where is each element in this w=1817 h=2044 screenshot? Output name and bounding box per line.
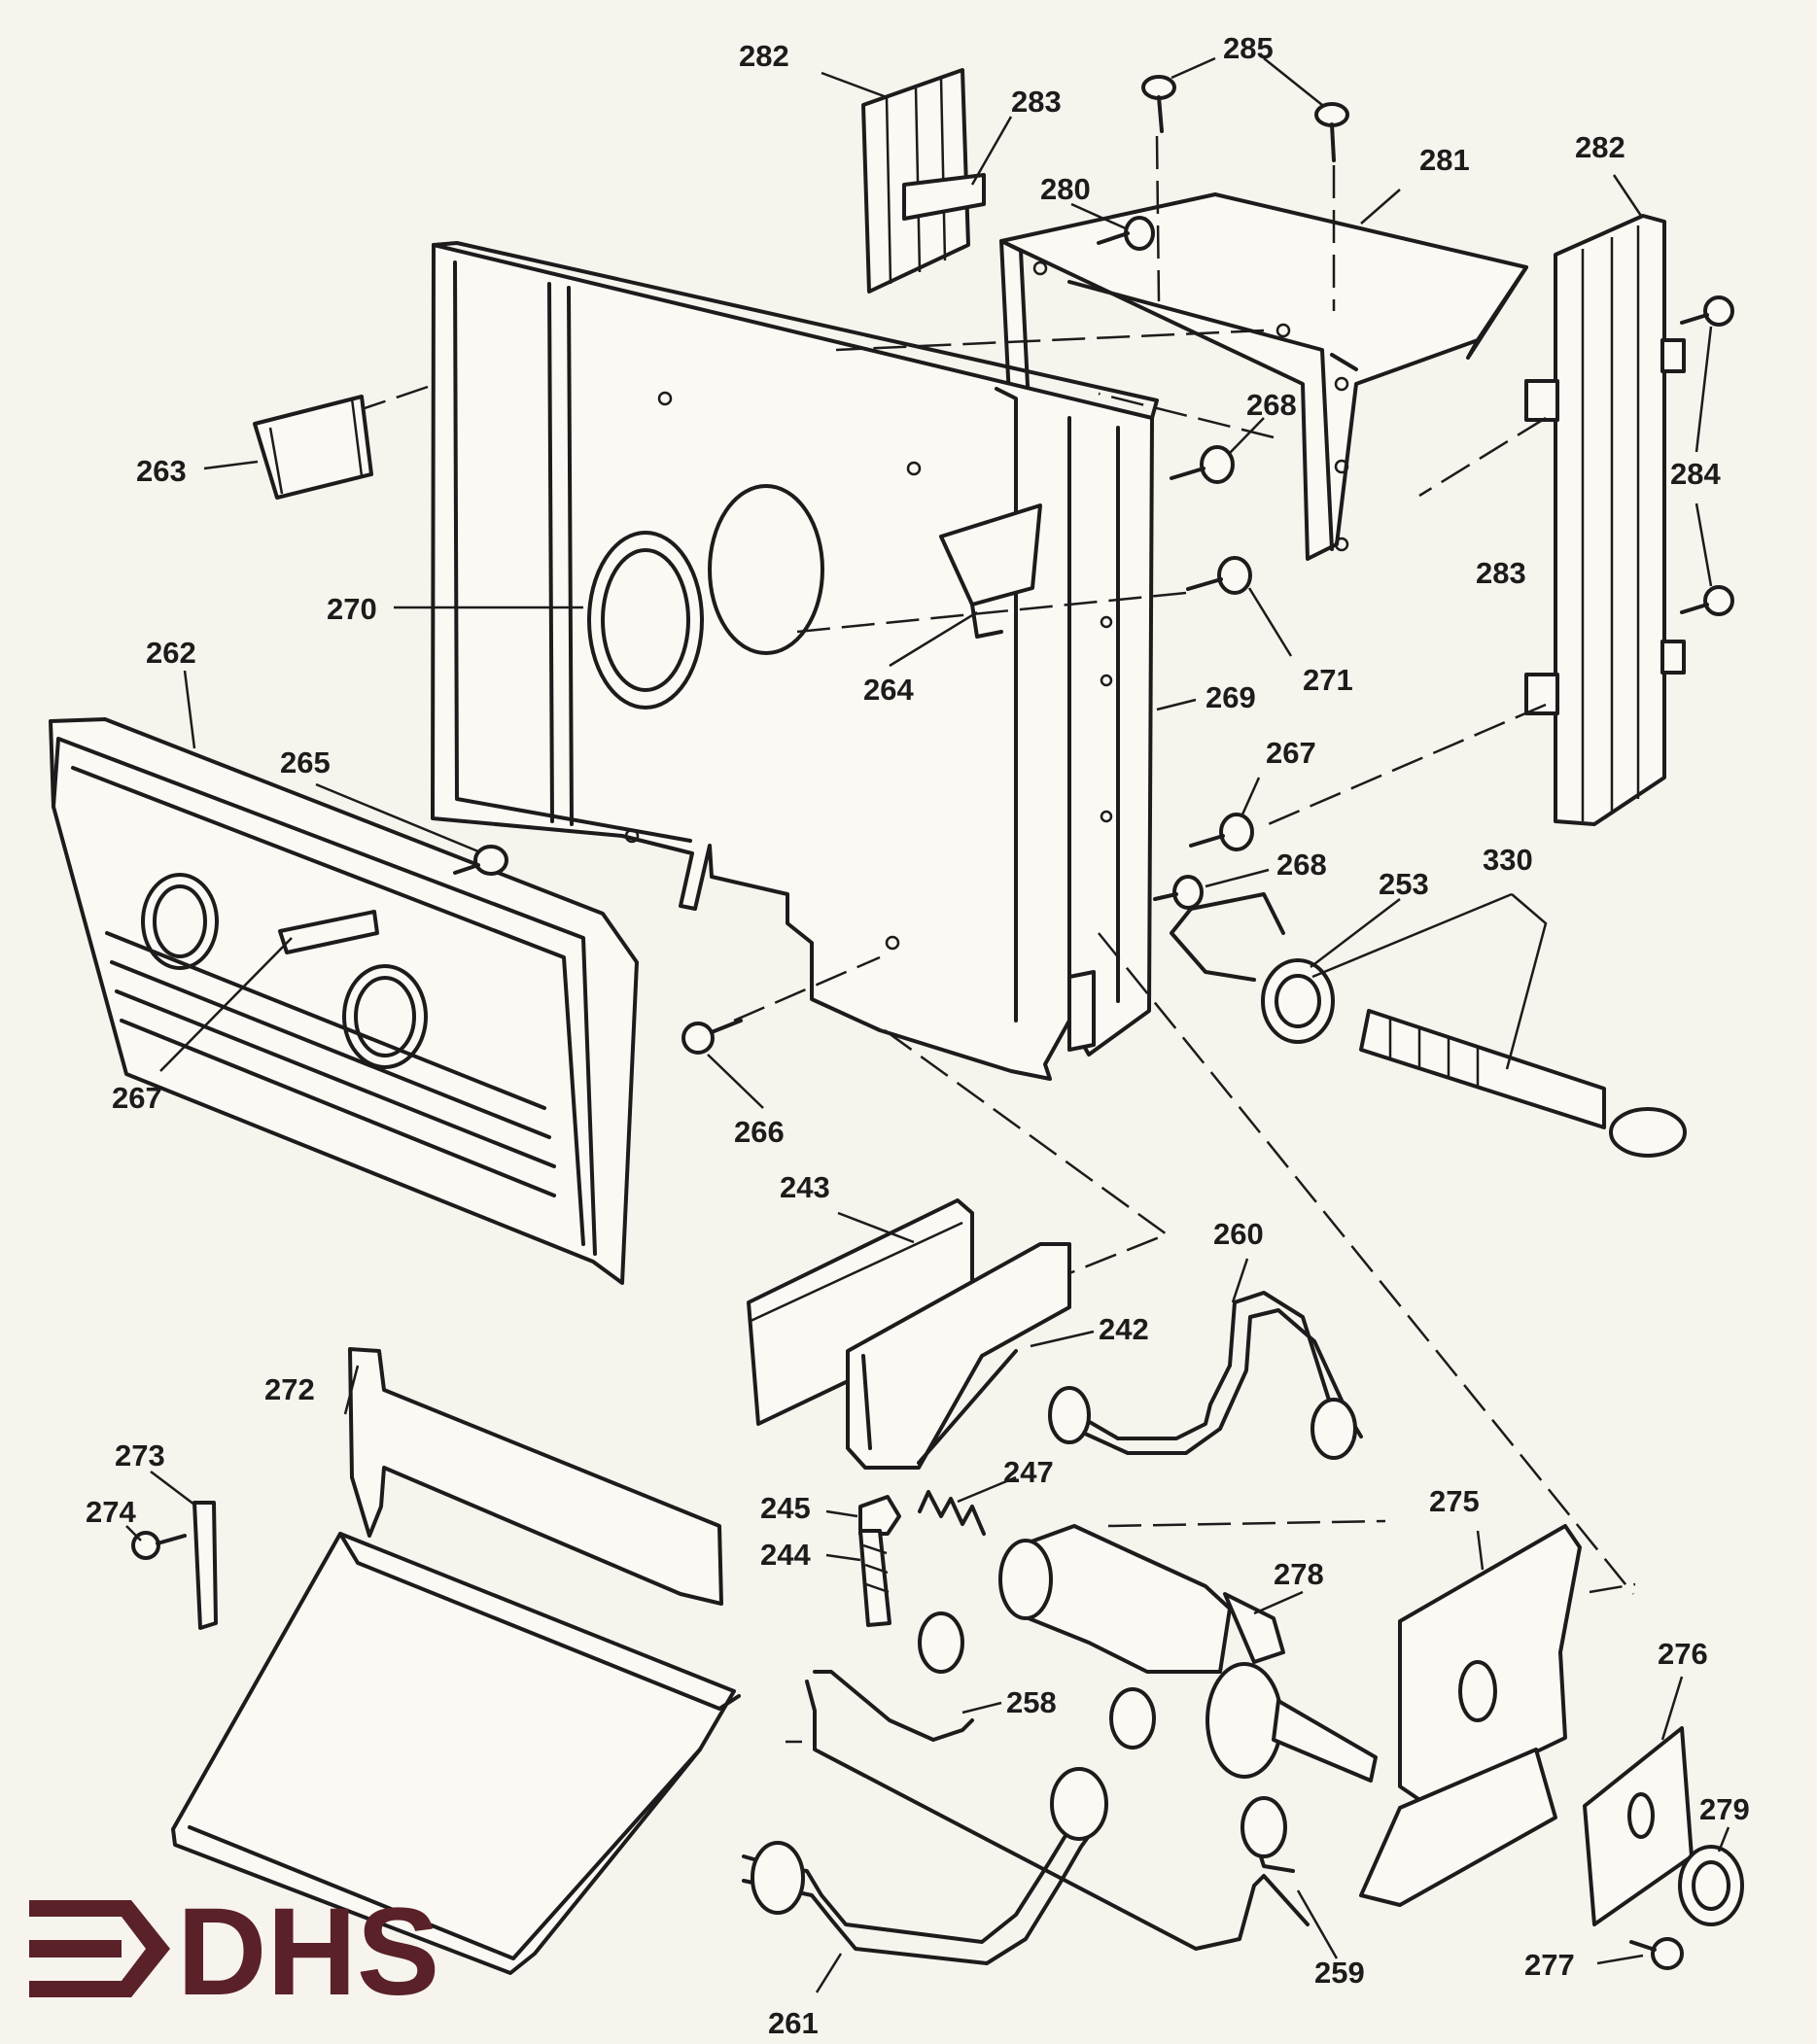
callout-270: 270 <box>327 592 377 626</box>
callout-283-left: 283 <box>1011 85 1062 119</box>
part-262-front-panel <box>49 717 639 1285</box>
dhs-logo-arrow-mark <box>29 1900 170 1997</box>
callout-242: 242 <box>1099 1312 1149 1346</box>
callout-282-right: 282 <box>1575 130 1625 164</box>
callout-285: 285 <box>1223 31 1274 65</box>
callout-268-lower: 268 <box>1276 848 1327 882</box>
part-263-bracket <box>253 395 373 500</box>
callout-282-left: 282 <box>739 39 789 73</box>
callout-273: 273 <box>115 1438 165 1472</box>
callout-264: 264 <box>863 673 914 707</box>
callout-269: 269 <box>1206 680 1256 714</box>
bolt-271 <box>1186 556 1252 595</box>
callout-277: 277 <box>1524 1948 1575 1982</box>
callout-330: 330 <box>1483 843 1533 877</box>
screw-285-left <box>1141 75 1176 133</box>
callout-283-right: 283 <box>1476 556 1526 590</box>
screw-266 <box>681 1019 743 1055</box>
callout-280: 280 <box>1040 172 1091 206</box>
callout-261: 261 <box>768 2006 819 2040</box>
callout-276: 276 <box>1658 1637 1708 1671</box>
dhs-logo: DHS <box>29 1883 439 2022</box>
bolt-268-lower <box>1153 875 1204 910</box>
part-244-screw <box>858 1529 891 1627</box>
part-269-backplate <box>431 241 1159 1081</box>
part-330-probe <box>1170 892 1687 1158</box>
part-276-plate <box>1583 1726 1694 1926</box>
part-282-left-upright <box>861 68 986 294</box>
callout-253: 253 <box>1379 867 1429 901</box>
part-258-pipe <box>813 1611 1156 1750</box>
part-259-pipe <box>805 1680 1310 1951</box>
callout-278: 278 <box>1274 1557 1324 1591</box>
part-261-pipe <box>742 1767 1108 1965</box>
part-245-nut <box>858 1495 901 1536</box>
part-282-right-upright <box>1524 214 1686 826</box>
callout-272: 272 <box>264 1372 315 1406</box>
part-243-bracket <box>747 1198 974 1426</box>
callout-260: 260 <box>1213 1217 1264 1251</box>
dhs-logo-text: DHS <box>177 1883 439 2022</box>
callout-243: 243 <box>780 1170 830 1204</box>
part-247-spring <box>918 1490 986 1536</box>
callout-267-lower: 267 <box>112 1081 162 1115</box>
callout-245: 245 <box>760 1491 811 1525</box>
callout-258: 258 <box>1006 1685 1057 1719</box>
screw-277 <box>1629 1937 1684 1970</box>
callout-262: 262 <box>146 636 196 670</box>
callout-267-upper: 267 <box>1266 736 1316 770</box>
callout-284: 284 <box>1670 457 1721 491</box>
part-272-shield <box>171 1347 741 1975</box>
part-275-plate <box>1359 1524 1582 1907</box>
callout-279: 279 <box>1699 1792 1750 1826</box>
part-260-pipe <box>1048 1291 1363 1460</box>
callout-266: 266 <box>734 1115 785 1149</box>
assembly-lines <box>364 135 1636 1744</box>
callout-265: 265 <box>280 745 331 779</box>
part-281-top-box <box>999 192 1528 561</box>
bolt-280 <box>1097 216 1155 251</box>
callout-268-upper: 268 <box>1246 388 1297 422</box>
callout-263: 263 <box>136 454 187 488</box>
leader-lines <box>125 56 1730 1993</box>
bolt-265 <box>453 845 508 876</box>
callout-244: 244 <box>760 1538 811 1572</box>
bolt-267-upper <box>1189 813 1254 851</box>
callout-271: 271 <box>1303 663 1353 697</box>
part-242-burner-bracket <box>846 1242 1071 1470</box>
callout-247: 247 <box>1003 1455 1054 1489</box>
part-278-gas-valve <box>998 1524 1378 1783</box>
callout-259: 259 <box>1314 1956 1365 1990</box>
bolt-284-lower <box>1680 585 1734 616</box>
screw-285-right <box>1314 102 1349 162</box>
part-273-strip <box>192 1501 218 1630</box>
part-279-nut <box>1678 1845 1744 1926</box>
callout-274: 274 <box>86 1495 136 1529</box>
bolt-284-upper <box>1680 295 1734 327</box>
callout-labels: 282 283 285 280 281 282 284 283 268 263 … <box>86 31 1750 2040</box>
dhs-logo-bar <box>29 1940 122 1957</box>
bolt-268-upper <box>1170 445 1235 484</box>
callout-275: 275 <box>1429 1484 1480 1518</box>
screw-274 <box>131 1531 187 1560</box>
fasteners <box>131 75 1734 1970</box>
callout-281: 281 <box>1419 143 1470 177</box>
